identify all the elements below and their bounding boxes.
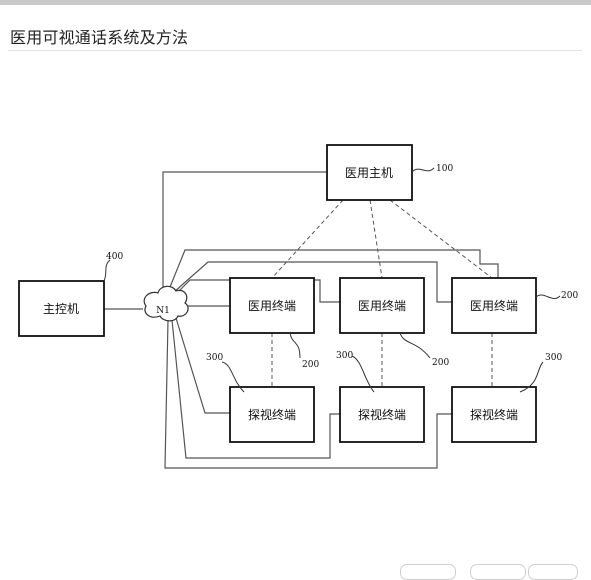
page-button-right[interactable] [528, 564, 578, 580]
leader-400 [103, 259, 111, 282]
leader-200-right [535, 294, 561, 300]
dashed-links [271, 199, 493, 387]
title-divider [8, 50, 582, 51]
system-diagram: N1 医用主机 主控机 医用终端 医用终端 医用终端 探视终端 探视终端 探视终… [18, 144, 578, 469]
link-network-terminal2 [175, 279, 340, 303]
page-button-middle[interactable] [470, 564, 526, 580]
leader-100 [411, 167, 435, 173]
ref-terminal-right: 200 [561, 291, 578, 301]
host-label: 医用主机 [345, 166, 393, 180]
network-label: N1 [156, 306, 170, 316]
visit-box-3 [451, 386, 537, 443]
leader-300-v3 [519, 361, 544, 393]
network-cloud: N1 [143, 285, 189, 322]
page-title: 医用可视通话系统及方法 [10, 28, 189, 47]
ref-visit-3: 300 [545, 353, 562, 363]
link-network-visit1 [175, 317, 230, 414]
ref-host: 100 [436, 164, 453, 174]
dash-host-terminal3 [389, 199, 493, 279]
leader-300-v2 [351, 355, 375, 393]
link-network-visit2 [171, 319, 340, 459]
terminal-label-3: 医用终端 [470, 298, 518, 313]
dash-host-terminal2 [369, 199, 383, 279]
visit-label-2: 探视终端 [358, 407, 406, 422]
link-host-network [162, 171, 327, 290]
visit-box-2 [339, 386, 425, 443]
ref-terminal-2: 200 [432, 358, 449, 368]
terminal-box-3 [451, 277, 537, 334]
ref-visit-2: 300 [336, 351, 353, 361]
visit-label-1: 探视终端 [248, 407, 296, 422]
link-network-terminal3 [173, 261, 452, 303]
visit-label-3: 探视终端 [470, 407, 518, 422]
reference-leaders [103, 167, 561, 393]
terminal-label-1: 医用终端 [248, 298, 296, 313]
visit-box-1 [229, 386, 315, 443]
console-label: 主控机 [43, 302, 79, 316]
leader-300-v1 [221, 361, 245, 393]
terminal-box-1 [229, 277, 315, 334]
link-network-terminal3-top [167, 249, 499, 293]
top-bar [0, 0, 591, 5]
ref-console: 400 [106, 252, 123, 262]
terminal-label-2: 医用终端 [358, 298, 406, 313]
ref-visit-1: 300 [206, 353, 223, 363]
leader-200-t2 [399, 332, 431, 359]
connection-lines [104, 171, 499, 469]
leader-200-t1 [289, 332, 301, 359]
dash-host-terminal1 [271, 199, 344, 279]
ref-terminal-1: 200 [302, 360, 319, 370]
link-network-visit3 [164, 319, 452, 469]
terminal-box-2 [339, 277, 425, 334]
console-box [18, 280, 105, 337]
boxes [18, 144, 537, 443]
host-box [326, 144, 413, 201]
page-button-left[interactable] [400, 564, 456, 580]
